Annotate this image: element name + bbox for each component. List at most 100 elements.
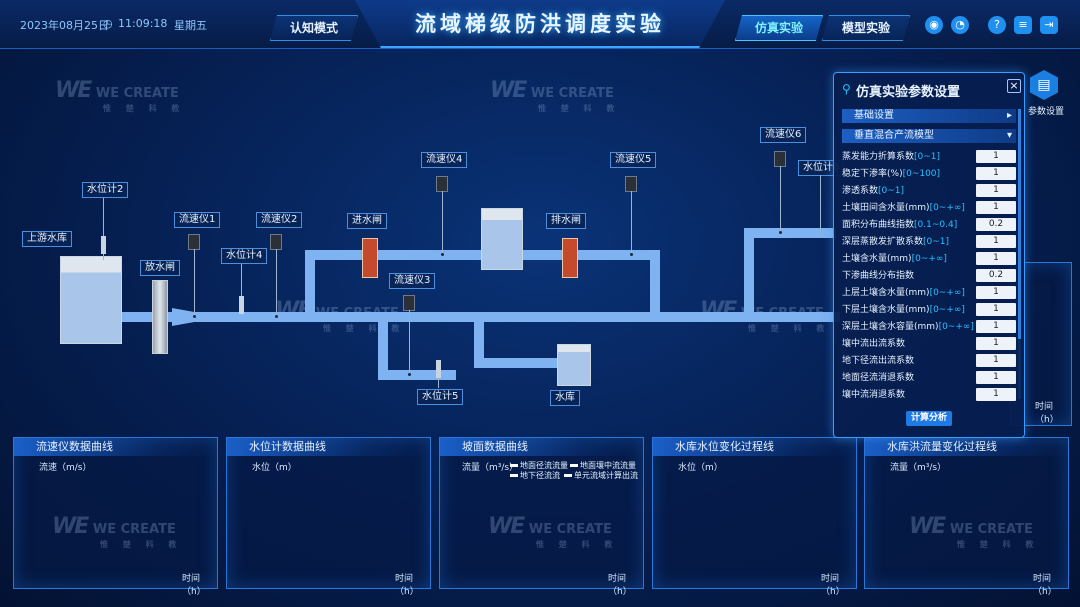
legend-item: 地面径流流量 <box>510 460 568 471</box>
outlet-gate[interactable] <box>562 238 578 278</box>
level-gauge-6-rod <box>820 175 821 230</box>
flow-meter-3[interactable] <box>403 295 415 311</box>
flow-meter-5[interactable] <box>625 176 637 192</box>
clock-icon: ◷ <box>103 17 113 30</box>
param-row: 蒸发能力折算系数[0~1]1 <box>842 149 1016 165</box>
param-input[interactable]: 1 <box>976 252 1016 265</box>
lower-branch-channel <box>378 370 456 380</box>
reservoir-label: 水库 <box>550 390 580 406</box>
settings-dialog: ⚲ 仿真实验参数设置 × 基础设置▸ 垂直混合产流模型▾ 蒸发能力折算系数[0~… <box>833 72 1025 438</box>
param-input[interactable]: 1 <box>976 184 1016 197</box>
param-input[interactable]: 1 <box>976 201 1016 214</box>
flow-meter-4[interactable] <box>436 176 448 192</box>
reservoir-branch-riser <box>474 318 484 366</box>
dashboard-icon[interactable]: ◔ <box>951 16 969 34</box>
title-plate <box>355 0 725 48</box>
panel-title: 流速仪数据曲线 <box>14 438 216 456</box>
measure-point <box>779 231 782 234</box>
release-gate[interactable] <box>152 280 168 354</box>
middle-tank <box>481 208 523 270</box>
param-row: 稳定下渗率(%)[0~100]1 <box>842 166 1016 182</box>
flow-meter-2-rod <box>276 249 277 315</box>
legend-item: 地面壤中流流量 <box>570 460 636 471</box>
param-input[interactable]: 1 <box>976 337 1016 350</box>
param-row: 土壤田间含水量(mm)[0~+∞]1 <box>842 200 1016 216</box>
settings-title: 仿真实验参数设置 <box>856 85 961 100</box>
reservoir-level-chart-panel: 水库水位变化过程线 水位（m） 时间（h） <box>652 437 857 597</box>
main-channel <box>120 312 840 322</box>
level-gauge-5[interactable] <box>436 360 441 378</box>
reservoir-branch-channel <box>474 358 564 368</box>
water-level-chart-panel: 水位计数据曲线 水位（m） 时间（h） <box>226 437 431 597</box>
section-basic-settings[interactable]: 基础设置▸ <box>842 109 1016 123</box>
y-axis-label: 流量（m³/s） <box>890 463 947 473</box>
y-axis-label: 流速（m/s） <box>39 463 92 473</box>
param-row: 深层土壤含水容量(mm)[0~+∞]1 <box>842 319 1016 335</box>
x-axis-label: 时间（h） <box>608 574 632 597</box>
calculate-button[interactable]: 计算分析 <box>906 411 952 426</box>
upstream-reservoir-tank <box>60 256 122 344</box>
legend-item: 单元流域计算出流 <box>564 470 638 481</box>
level-gauge-4[interactable] <box>239 296 244 314</box>
param-row: 深层蒸散发扩散系数[0~1]1 <box>842 234 1016 250</box>
param-row: 土壤含水量(mm)[0~+∞]1 <box>842 251 1016 267</box>
flow-meter-1[interactable] <box>188 234 200 250</box>
bypass-left-riser <box>305 250 315 320</box>
param-input[interactable]: 1 <box>976 303 1016 316</box>
panel-title: 水库洪流量变化过程线 <box>865 438 1067 456</box>
outlet-gate-label: 排水闸 <box>546 213 586 229</box>
x-axis-label: 时间（h） <box>821 574 845 597</box>
flow-meter-5-rod <box>631 191 632 253</box>
param-row: 下层土壤含水量(mm)[0~+∞]1 <box>842 302 1016 318</box>
bypass-right-riser <box>650 250 660 320</box>
view-icon[interactable]: ◉ <box>925 16 943 34</box>
document-icon[interactable]: ≡ <box>1014 16 1032 34</box>
flow-meter-6[interactable] <box>774 151 786 167</box>
param-input[interactable]: 1 <box>976 354 1016 367</box>
reservoir-tank <box>557 344 591 386</box>
param-input[interactable]: 1 <box>976 320 1016 333</box>
flow-meter-1-label: 流速仪1 <box>174 212 221 228</box>
param-row: 面积分布曲线指数[0.1~0.4]0.2 <box>842 217 1016 233</box>
param-input[interactable]: 0.2 <box>976 218 1016 231</box>
param-input[interactable]: 1 <box>976 235 1016 248</box>
level-gauge-2[interactable] <box>101 236 106 254</box>
param-input[interactable]: 0.2 <box>976 269 1016 282</box>
x-axis-label: 时间（h） <box>182 574 206 597</box>
slope-chart-panel: 坡面数据曲线 流量（m³/s） 地面径流流量 地面壤中流流量 地下径流流 单元流… <box>439 437 644 597</box>
param-input[interactable]: 1 <box>976 167 1016 180</box>
flow-meter-2[interactable] <box>270 234 282 250</box>
simulation-mode-button[interactable]: 仿真实验 <box>735 15 823 41</box>
help-icon[interactable]: ? <box>988 16 1006 34</box>
param-input[interactable]: 1 <box>976 371 1016 384</box>
model-mode-button[interactable]: 模型实验 <box>822 15 910 41</box>
scrollbar-thumb[interactable] <box>1018 109 1021 339</box>
param-input[interactable]: 1 <box>976 150 1016 163</box>
chevron-down-icon: ▾ <box>1006 130 1012 141</box>
upstream-reservoir-label: 上游水库 <box>22 231 72 247</box>
cognitive-mode-button[interactable]: 认知模式 <box>270 15 358 41</box>
measure-point <box>441 253 444 256</box>
param-input[interactable]: 1 <box>976 286 1016 299</box>
inlet-gate[interactable] <box>362 238 378 278</box>
close-button[interactable]: × <box>1007 79 1021 93</box>
flow-meter-1-rod <box>194 249 195 315</box>
measure-point <box>630 253 633 256</box>
section-vertical-mixed-model[interactable]: 垂直混合产流模型▾ <box>842 129 1016 143</box>
flow-meter-4-label: 流速仪4 <box>421 152 468 168</box>
weekday-text: 星期五 <box>174 19 207 32</box>
chevron-right-icon: ▸ <box>1006 110 1012 121</box>
date-text: 2023年08月25日 <box>20 19 109 32</box>
lower-branch-riser <box>378 318 388 380</box>
param-input[interactable]: 1 <box>976 388 1016 401</box>
exit-icon[interactable]: ⇥ <box>1040 16 1058 34</box>
